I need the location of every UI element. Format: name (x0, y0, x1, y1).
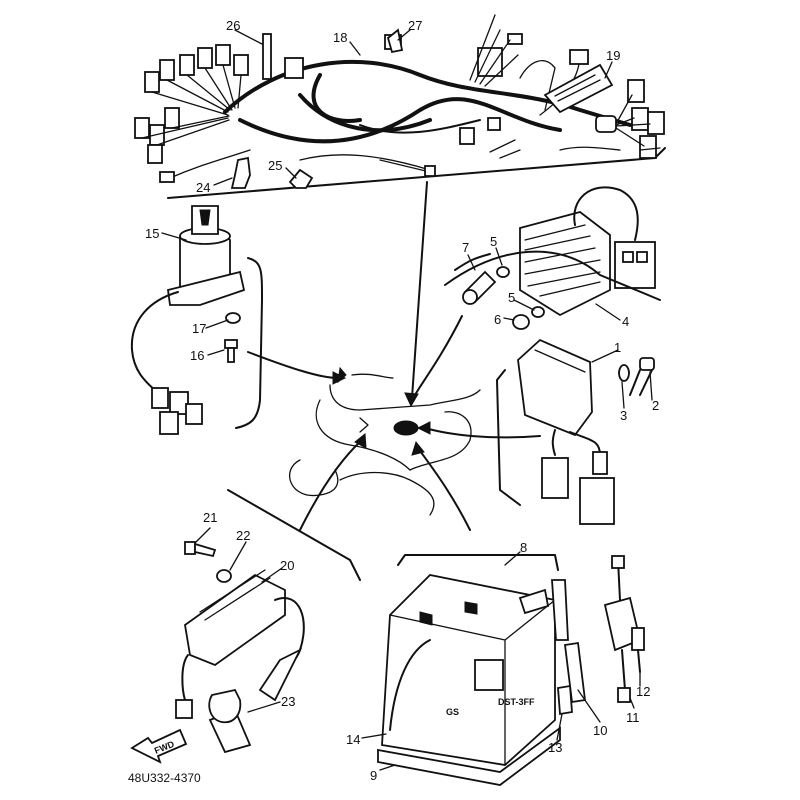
wire-clamp-24 (230, 156, 251, 189)
harness-label-tag (543, 63, 614, 114)
callout-3: 3 (620, 408, 627, 423)
left-connector-cluster (134, 44, 249, 164)
callout-25: 25 (268, 158, 282, 173)
bolt-2 (629, 357, 655, 396)
callout-18: 18 (333, 30, 347, 45)
washer-5b (531, 306, 545, 318)
callout-27: 27 (408, 18, 422, 33)
wire-clamp-25 (288, 168, 314, 189)
bolt-16 (224, 339, 238, 363)
callout-numbers: 1 2 3 4 5 5 6 7 8 9 10 11 12 13 14 15 16… (145, 18, 659, 783)
cdi-unit-group (496, 338, 655, 525)
rectifier-regulator-group (444, 186, 661, 330)
washer-3 (618, 364, 630, 382)
callout-4: 4 (622, 314, 629, 329)
callout-1: 1 (614, 340, 621, 355)
callout-15: 15 (145, 226, 159, 241)
battery-lead-13 (557, 684, 573, 716)
washer-5a (496, 266, 510, 278)
callout-17: 17 (192, 321, 206, 336)
callout-12: 12 (636, 684, 650, 699)
main-switch-group (130, 205, 263, 435)
ignition-coil-group (175, 489, 361, 754)
callout-21: 21 (203, 510, 217, 525)
bolt-21 (184, 541, 217, 558)
callout-23: 23 (281, 694, 295, 709)
callout-14: 14 (346, 732, 360, 747)
callout-19: 19 (606, 48, 620, 63)
part-code: 48U332-4370 (128, 771, 201, 785)
right-connector-cluster (519, 49, 665, 159)
callout-7: 7 (462, 240, 469, 255)
breather-pipe-10 (551, 579, 569, 641)
cable-clip-27 (386, 28, 404, 54)
washer-22 (216, 569, 232, 583)
leader-lines (161, 29, 653, 771)
callout-2: 2 (652, 398, 659, 413)
callout-8: 8 (520, 540, 527, 555)
frame-location-view (247, 181, 541, 531)
forward-direction-arrow: FWD (130, 728, 188, 764)
wire-harness-group (134, 14, 666, 199)
callout-26: 26 (226, 18, 240, 33)
callout-20: 20 (280, 558, 294, 573)
callout-10: 10 (593, 723, 607, 738)
svg-text:DST-3FF: DST-3FF (498, 697, 535, 707)
cdi-location-marker (393, 420, 419, 436)
callout-16: 16 (190, 348, 204, 363)
svg-text:GS: GS (446, 707, 459, 717)
cable-band-26 (262, 33, 272, 80)
callout-5b: 5 (508, 290, 515, 305)
callout-6: 6 (494, 312, 501, 327)
callout-24: 24 (196, 180, 210, 195)
callout-9: 9 (370, 768, 377, 783)
callout-22: 22 (236, 528, 250, 543)
battery-tray-9 (377, 726, 561, 786)
callout-5a: 5 (490, 234, 497, 249)
callout-13: 13 (548, 740, 562, 755)
fuse-holder-group (603, 555, 645, 703)
callout-11: 11 (626, 710, 640, 725)
battery-group: GS DST-3FF (377, 554, 645, 786)
nut-6 (512, 314, 530, 330)
washer-17 (225, 312, 241, 324)
